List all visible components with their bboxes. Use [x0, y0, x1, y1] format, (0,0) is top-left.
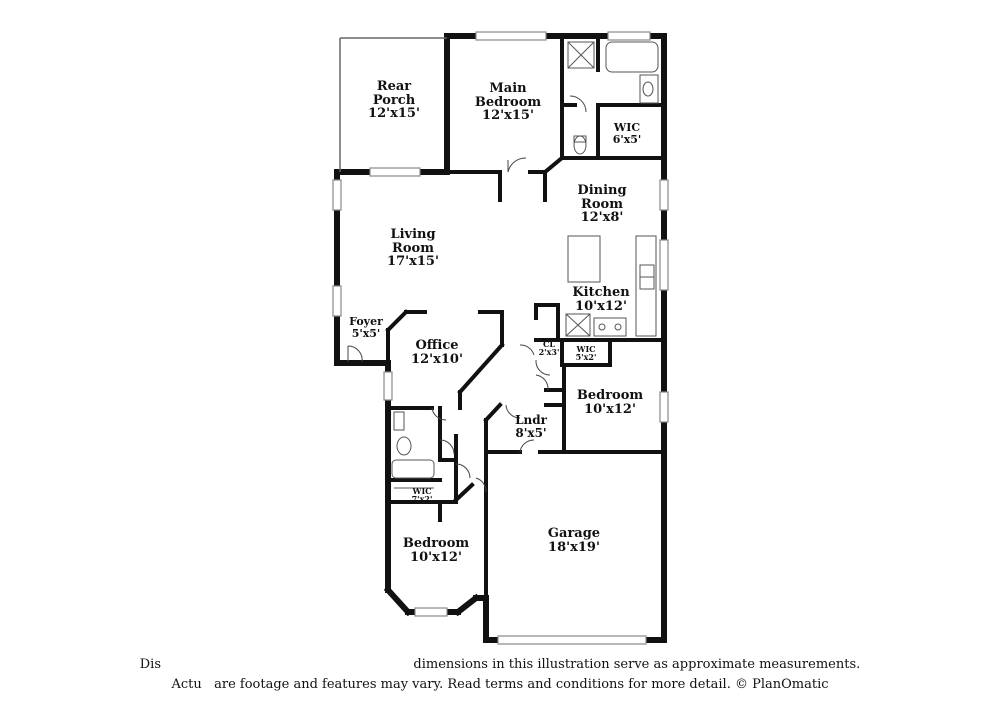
room-dimensions: 12'x10': [411, 351, 463, 367]
disclaimer-line-1-start: Dis: [139, 657, 174, 672]
interior-walls: [385, 34, 666, 600]
room-laundry: Lndr 8'x5': [515, 414, 547, 439]
room-name: Bedroom: [576, 388, 644, 403]
room-name: Foyer: [349, 315, 383, 328]
door-swings: [347, 95, 587, 493]
rear-porch-outline: [339, 37, 447, 172]
room-rear-porch: Rear Porch 12'x15': [368, 80, 420, 121]
room-bedroom-2: Bedroom 10'x12': [577, 389, 643, 416]
room-dimensions: 7'x2': [411, 494, 433, 505]
room-dimensions: 12'x15': [482, 108, 534, 124]
room-living: Living Room 17'x15': [387, 228, 439, 269]
room-closet: CL 2'x3': [539, 340, 560, 357]
room-name: CL: [543, 339, 555, 349]
room-dimensions: 10'x12': [584, 401, 636, 417]
room-dining: Dining Room 12'x8': [577, 184, 626, 225]
room-name: WIC: [412, 486, 432, 496]
room-dimensions: 10'x12': [410, 549, 462, 565]
disclaimer-line-1-end: dimensions in this illustration serve as…: [413, 657, 861, 672]
room-name: Garage: [547, 526, 601, 541]
room-name: WIC: [576, 344, 596, 354]
room-name: Main Bedroom: [474, 81, 542, 110]
room-dimensions: 5'x5': [351, 326, 381, 340]
room-dimensions: 18'x19': [548, 539, 600, 555]
room-name: Bedroom: [402, 536, 470, 551]
windows: [332, 31, 669, 645]
room-foyer: Foyer 5'x5': [349, 316, 383, 339]
room-dimensions: 8'x5': [515, 425, 547, 440]
room-main-bedroom: Main Bedroom 12'x15': [475, 82, 541, 123]
room-dimensions: 12'x15': [368, 106, 420, 122]
room-kitchen: Kitchen 10'x12': [572, 286, 629, 313]
room-wic-main: WIC 6'x5': [613, 122, 642, 145]
disclaimer-line-1: Dis dimensions in this illustration serv…: [0, 655, 1000, 675]
fixtures: [391, 41, 659, 489]
room-name: WIC: [613, 121, 641, 134]
room-dimensions: 12'x8': [580, 210, 624, 226]
disclaimer-line-2: Actu are footage and features may vary. …: [0, 675, 1000, 695]
room-name: Kitchen: [572, 285, 630, 300]
room-dimensions: 5'x2': [575, 352, 597, 363]
room-office: Office 12'x10': [411, 339, 463, 366]
room-name: Lndr: [515, 413, 547, 427]
room-bedroom-3: Bedroom 10'x12': [403, 537, 469, 564]
room-wic-small: WIC 5'x2': [576, 345, 597, 362]
room-name: Dining Room: [577, 183, 627, 212]
room-wic-bath: WIC 7'x2': [412, 487, 433, 504]
room-name: Living Room: [390, 227, 436, 256]
room-garage: Garage 18'x19': [548, 527, 600, 554]
room-name: Office: [415, 338, 459, 353]
disclaimer-line-2-text: Actu are footage and features may vary. …: [171, 677, 829, 692]
room-dimensions: 2'x3': [538, 347, 560, 358]
room-name: Rear Porch: [372, 79, 416, 108]
room-dimensions: 6'x5': [612, 132, 642, 146]
room-dimensions: 17'x15': [387, 254, 439, 270]
room-dimensions: 10'x12': [575, 298, 627, 314]
